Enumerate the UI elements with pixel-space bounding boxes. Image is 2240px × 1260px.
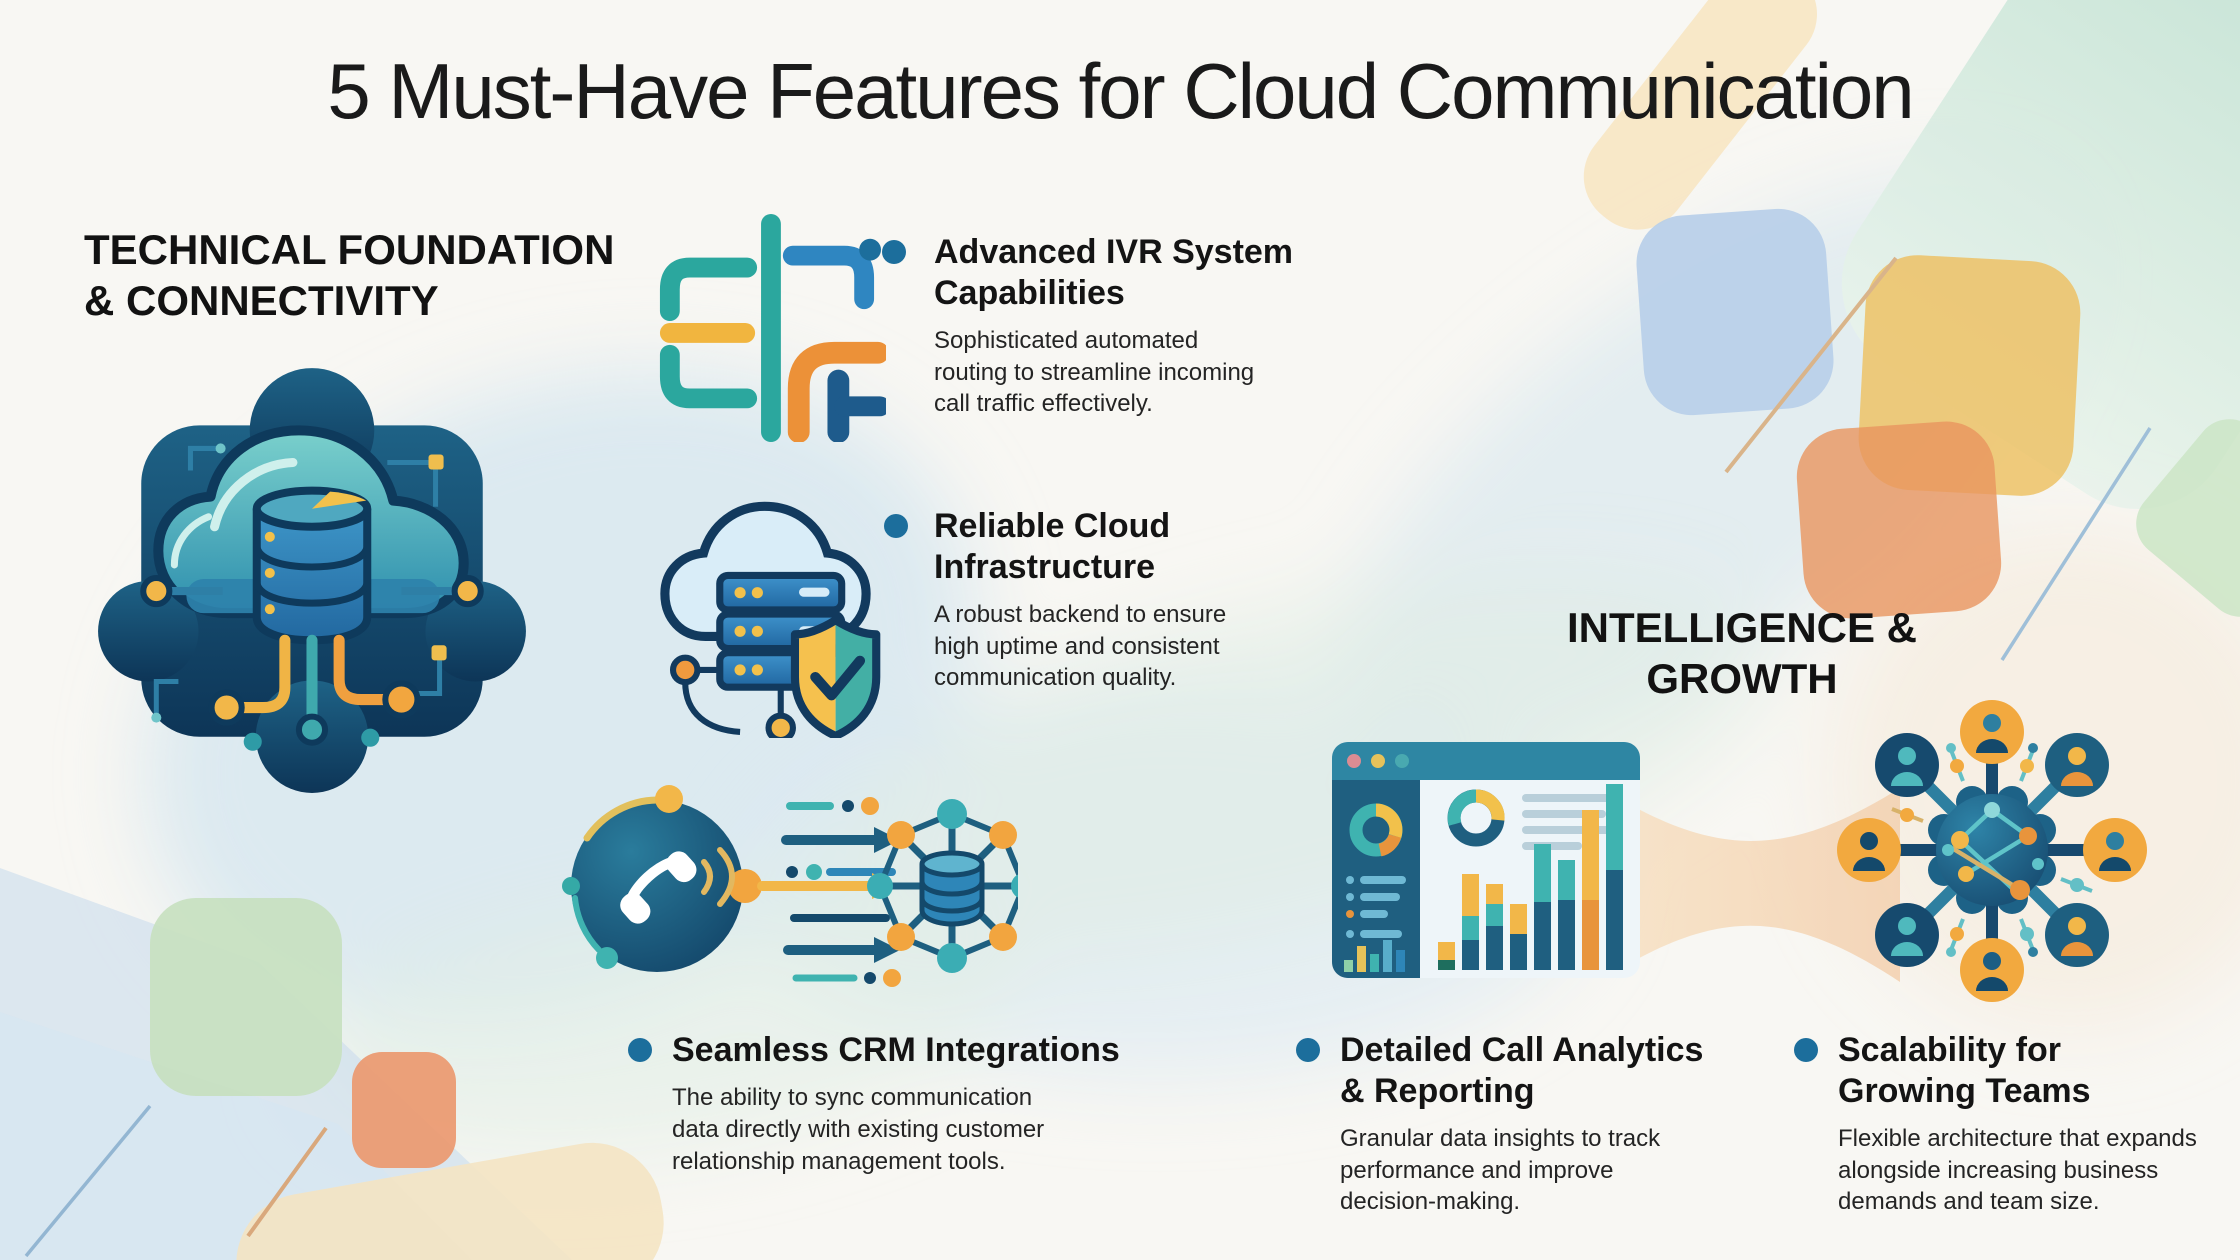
feature-title: Advanced IVR System Capabilities	[934, 233, 1294, 312]
phone-sync-network-icon	[562, 778, 1018, 996]
pastel-shapes-top-right	[1583, 0, 2240, 661]
feature-scalability: Scalability for Growing Teams Flexible a…	[1838, 1030, 2240, 1218]
peach-connector-band	[1608, 788, 1900, 982]
feature-description: Sophisticated automated routing to strea…	[934, 326, 1255, 418]
cloud-database-circuit-icon	[86, 350, 538, 802]
feature-cloud-infrastructure: Reliable Cloud Infrastructure A robust b…	[934, 506, 1314, 694]
feature-title: Reliable Cloud Infrastructure	[934, 507, 1171, 586]
bead-chains	[1891, 743, 2093, 957]
feature-title: Detailed Call Analytics & Reporting	[1340, 1031, 1704, 1110]
bullet-dot	[628, 1038, 652, 1062]
bullet-dot	[884, 514, 908, 538]
page-title: 5 Must-Have Features for Cloud Communica…	[327, 47, 1914, 135]
sidebar-mini-bars	[1344, 940, 1405, 972]
dot	[859, 238, 881, 261]
feature-title: Seamless CRM Integrations	[672, 1031, 1120, 1069]
analytics-dashboard-icon	[1326, 734, 1648, 984]
bullet-dot	[882, 240, 906, 264]
sidebar-donut-chart	[1349, 803, 1403, 857]
avatar	[1837, 818, 1901, 882]
cloud-server-shield-icon	[646, 486, 886, 738]
ivr-routing-icon	[648, 214, 886, 442]
phone-handset-icon	[620, 851, 697, 924]
avatar	[2045, 733, 2109, 797]
signal-waves	[701, 847, 735, 907]
feature-call-analytics: Detailed Call Analytics & Reporting Gran…	[1340, 1030, 1820, 1218]
phone-circle	[562, 785, 762, 972]
avatar	[1960, 700, 2024, 764]
feature-description: A robust backend to ensure high uptime a…	[934, 600, 1227, 692]
spokes	[1891, 749, 2093, 951]
section-header-intelligence-growth: INTELLIGENCE & GROWTH	[1566, 604, 1917, 703]
avatar	[2045, 903, 2109, 967]
feature-description: Granular data insights to track performa…	[1340, 1124, 1661, 1216]
team-avatars	[1837, 700, 2147, 1002]
database-cylinder	[252, 486, 372, 645]
pastel-shapes-bottom-left	[0, 868, 664, 1260]
feature-ivr: Advanced IVR System Capabilities Sophist…	[934, 232, 1354, 420]
bar-chart	[1438, 784, 1623, 970]
data-network-hub	[867, 799, 1018, 973]
main-donut-chart	[1447, 789, 1505, 847]
shield-check	[790, 616, 881, 738]
avatar	[1875, 903, 1939, 967]
team-network-icon	[1832, 698, 2154, 1010]
feature-description: Flexible architecture that expands along…	[1838, 1124, 2197, 1216]
feature-crm-integrations: Seamless CRM Integrations The ability to…	[672, 1030, 1212, 1178]
avatar	[2083, 818, 2147, 882]
feature-description: The ability to sync communication data d…	[672, 1083, 1045, 1175]
window-titlebar	[1332, 742, 1640, 780]
avatar	[1875, 733, 1939, 797]
hub-blob	[1928, 786, 2056, 914]
bullet-dot	[1296, 1038, 1320, 1062]
feature-title: Scalability for Growing Teams	[1838, 1031, 2091, 1110]
sidebar-list	[1346, 876, 1406, 938]
circuit-legs	[233, 634, 393, 722]
bullet-dot	[1794, 1038, 1818, 1062]
section-header-technical-foundation: TECHNICAL FOUNDATION & CONNECTIVITY	[84, 226, 615, 325]
avatar	[1960, 938, 2024, 1002]
